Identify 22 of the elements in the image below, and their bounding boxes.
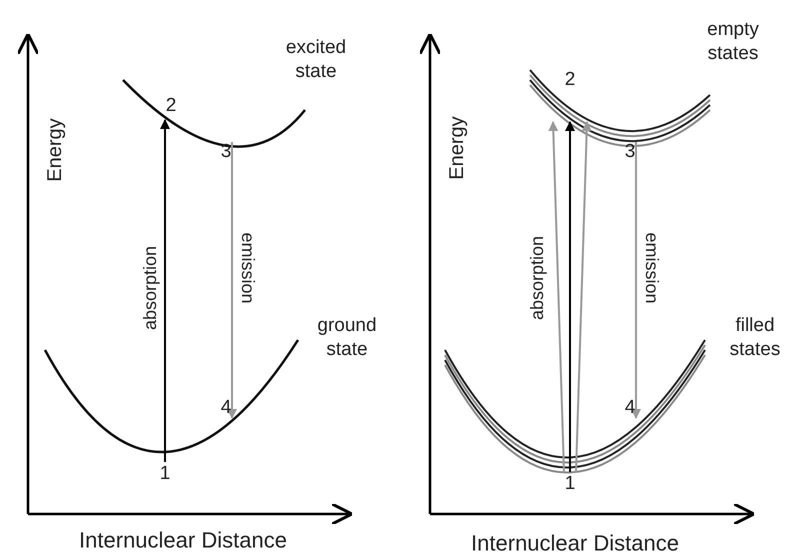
axis-or-curve-label: Internuclear Distance (471, 530, 679, 558)
state-number: 3 (220, 142, 232, 164)
axis-or-curve-label: Energy (445, 116, 469, 180)
transition-arrow (565, 121, 575, 472)
transition-arrow (575, 121, 592, 472)
state-number: 1 (564, 472, 576, 494)
transition-arrow (227, 142, 237, 419)
axis-or-curve-label: filled states (728, 314, 782, 362)
state-number: 4 (220, 396, 232, 418)
state-number: 3 (624, 142, 636, 164)
state-number: 1 (159, 462, 171, 484)
axis-or-curve-label: empty states (706, 18, 760, 66)
transition-arrow (631, 142, 641, 419)
state-number: 2 (165, 96, 177, 120)
state-number: 2 (550, 70, 590, 122)
axis-or-curve-label: ground state (316, 314, 378, 362)
transition-arrow (160, 119, 170, 462)
axis-or-curve-label: excited state (284, 36, 348, 84)
axis-or-curve-label: Internuclear Distance (79, 526, 287, 554)
transition-arrow (548, 121, 565, 472)
axis-or-curve-label: Energy (43, 118, 67, 182)
state-number: 4 (624, 396, 636, 418)
